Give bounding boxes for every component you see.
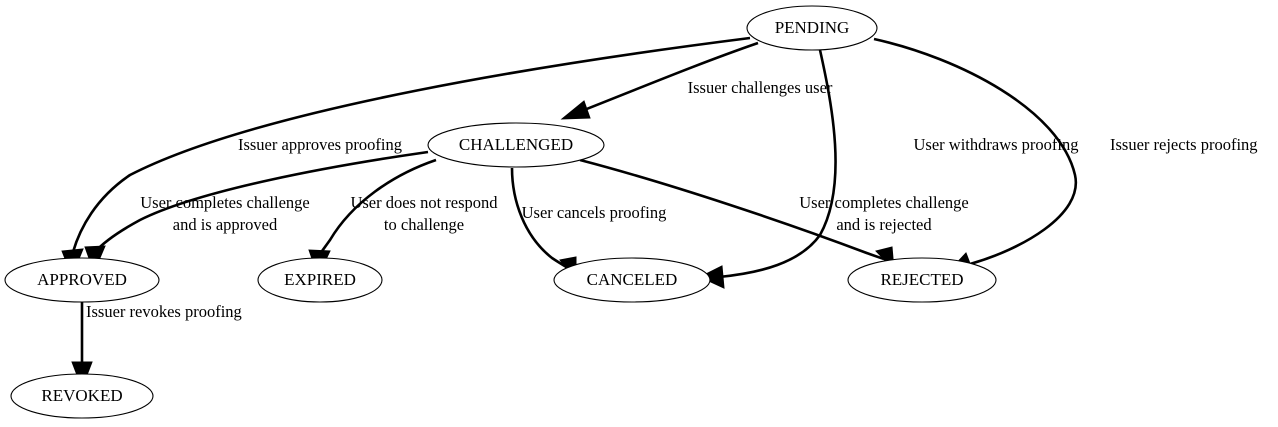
edge-path: [94, 150, 429, 253]
edge-pending-to-approved: Issuer approves proofing: [61, 36, 751, 278]
edge-label-challenged-approved-line1: User completes challenge: [140, 193, 310, 212]
node-challenged[interactable]: CHALLENGED: [427, 122, 605, 168]
edge-label-challenged-canceled: User cancels proofing: [522, 203, 667, 222]
edge-label-challenged-rejected-line1: User completes challenge: [799, 193, 969, 212]
node-label: APPROVED: [37, 270, 127, 289]
edge-label-pending-rejected: Issuer rejects proofing: [1110, 135, 1258, 154]
edge-challenged-to-canceled: User cancels proofing: [510, 167, 667, 284]
node-approved[interactable]: APPROVED: [4, 257, 160, 303]
edge-label-challenged-expired-line2: to challenge: [384, 215, 464, 234]
node-shape: [553, 257, 711, 303]
edge-label-pending-approved: Issuer approves proofing: [238, 135, 402, 154]
node-shape: [746, 5, 878, 51]
node-pending[interactable]: PENDING: [746, 5, 878, 51]
edge-label-challenged-approved-line2: and is approved: [173, 215, 278, 234]
edge-path: [71, 36, 751, 253]
edge-path: [578, 41, 759, 114]
node-shape: [257, 257, 383, 303]
node-label: REJECTED: [880, 270, 963, 289]
edge-label-pending-canceled: User withdraws proofing: [914, 135, 1079, 154]
edge-path: [579, 158, 885, 261]
edge-challenged-to-approved: User completes challenge and is approved: [84, 150, 429, 274]
edge-label-challenged-expired-line1: User does not respond: [350, 193, 498, 212]
arrowhead-icon: [560, 100, 591, 120]
node-rejected[interactable]: REJECTED: [847, 257, 997, 303]
node-canceled[interactable]: CANCELED: [553, 257, 711, 303]
node-expired[interactable]: EXPIRED: [257, 257, 383, 303]
edge-pending-to-canceled: User withdraws proofing: [698, 49, 1079, 289]
edge-path: [718, 49, 837, 279]
node-label: REVOKED: [41, 386, 122, 405]
node-label: EXPIRED: [284, 270, 356, 289]
node-label: PENDING: [775, 18, 850, 37]
node-shape: [10, 373, 154, 419]
edge-path: [510, 167, 569, 270]
node-shape: [847, 257, 997, 303]
arrowhead-icon: [698, 265, 725, 289]
node-label: CHALLENGED: [459, 135, 573, 154]
node-shape: [427, 122, 605, 168]
edge-path: [873, 37, 1078, 266]
node-revoked[interactable]: REVOKED: [10, 373, 154, 419]
edge-approved-to-revoked: Issuer revokes proofing: [71, 302, 242, 390]
edge-label-approved-revoked: Issuer revokes proofing: [86, 302, 242, 321]
edge-pending-to-rejected: Issuer rejects proofing: [873, 37, 1258, 275]
edge-label-challenged-rejected-line2: and is rejected: [836, 215, 932, 234]
node-label: CANCELED: [587, 270, 678, 289]
node-shape: [4, 257, 160, 303]
edge-label-pending-challenged: Issuer challenges user: [688, 78, 833, 97]
edge-path: [318, 158, 437, 255]
edge-pending-to-challenged: Issuer challenges user: [560, 41, 833, 120]
edge-challenged-to-rejected: User completes challenge and is rejected: [579, 158, 969, 272]
